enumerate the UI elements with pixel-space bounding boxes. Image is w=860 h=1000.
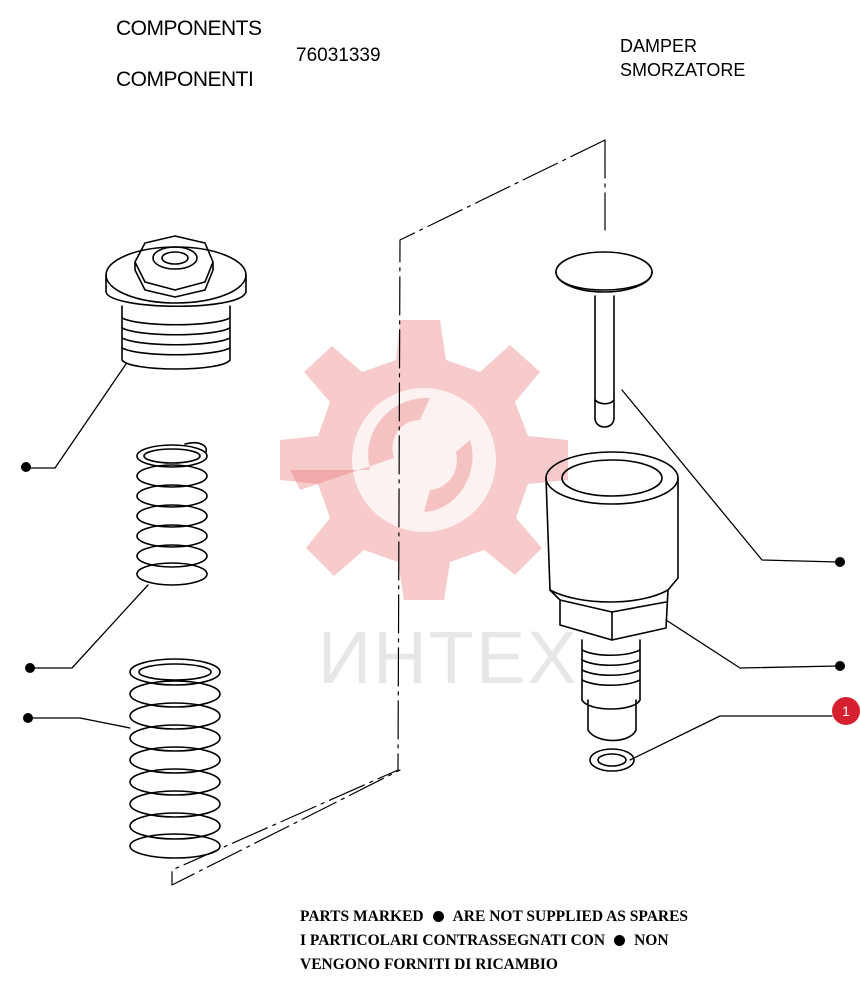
group-name-english: DAMPER bbox=[620, 36, 698, 56]
footnote-text: NON bbox=[634, 932, 669, 949]
watermark-text: ИНТЕХ bbox=[318, 616, 579, 699]
group-name-italian: SMORZATORE bbox=[620, 60, 746, 80]
section-title-english: COMPONENTS bbox=[116, 17, 262, 40]
footnote-line-1: PARTS MARKED ARE NOT SUPPLIED AS SPARES bbox=[300, 908, 688, 926]
footnote-line-2: I PARTICOLARI CONTRASSEGNATI CON NON bbox=[300, 932, 669, 950]
cap-nut-part bbox=[105, 235, 247, 370]
leader-line-cap-nut bbox=[29, 363, 127, 469]
leader-line-small-spring bbox=[29, 584, 149, 669]
bullet-marker-icon bbox=[432, 911, 444, 923]
leader-line-body bbox=[665, 619, 839, 669]
leader-line-washer bbox=[629, 715, 833, 761]
section-title-italian: COMPONENTI bbox=[116, 68, 254, 91]
marker-dot-body bbox=[835, 661, 845, 671]
marker-dot-plunger bbox=[835, 557, 845, 567]
footnote-text: ARE NOT SUPPLIED AS SPARES bbox=[452, 908, 689, 925]
damper-body-part bbox=[545, 451, 679, 742]
footnote-text: I PARTICOLARI CONTRASSEGNATI CON bbox=[300, 932, 606, 949]
leader-line-plunger bbox=[621, 389, 839, 563]
marker-dot-small-spring bbox=[25, 663, 35, 673]
bullet-marker-icon bbox=[614, 935, 626, 947]
assembly-axis-line bbox=[171, 139, 606, 886]
small-spring-part bbox=[136, 441, 208, 586]
footnote-text: PARTS MARKED bbox=[300, 908, 424, 925]
leader-line-large-spring bbox=[29, 717, 131, 729]
footnote-line-3: VENGONO FORNITI DI RICAMBIO bbox=[300, 956, 558, 973]
large-spring-part bbox=[129, 658, 221, 859]
item-callout-1[interactable]: 1 bbox=[832, 697, 860, 725]
marker-dot-large-spring bbox=[23, 713, 33, 723]
marker-dot-cap-nut bbox=[21, 462, 31, 472]
part-number: 76031339 bbox=[296, 45, 381, 66]
washer-part bbox=[589, 748, 635, 772]
valve-plunger-part bbox=[555, 251, 653, 428]
